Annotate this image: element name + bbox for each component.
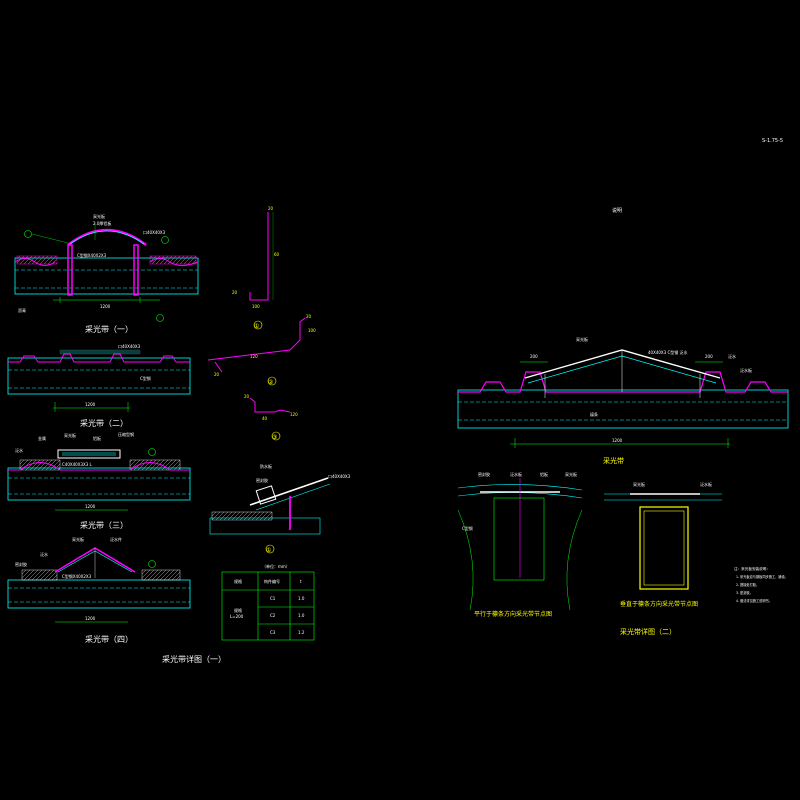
label-d4-4: 泛水件 [110,536,122,542]
profile-3-mark: ③ [272,434,277,441]
label-d1-4: C型钢X40X2X3 [77,252,107,258]
label-d4-3: 采光板 [72,536,84,542]
caption-detail-2: 采光带（二） [80,418,128,428]
label-d4-2: 泛水 [40,551,48,557]
main-label-8: 1200 [612,438,623,443]
label-d3-2: 采光板 [64,432,76,438]
label-d3-6: C40X40X3X3 L [62,462,93,467]
node-detail: 防水板 密封胶 口40X40X3 ① [209,463,351,554]
main-label-5: 檩条 [590,411,598,417]
label-d2-2: C型钢 [140,375,151,381]
node-a-caption: 平行于檩条方向采光带节点图 [474,610,552,618]
node-b: 采光板 泛水板 垂直于檩条方向采光带节点图 [604,481,722,608]
label-d4-6: 1200 [85,616,96,621]
main-label-4: 泛水板 [740,367,752,373]
node-a-label-1: 密封胶 [478,471,490,477]
profile-1-dim-4: 100 [252,304,260,309]
profile-1: 20 60 20 100 ① [232,206,280,330]
table-cell-3-1: C3 [270,630,276,635]
profile-2-dim-1: 20 [306,314,312,319]
notes-heading: 注：采光板安装说明： [734,566,770,571]
profile-1-dim-1: 20 [268,206,274,211]
detail-2: 口40X40X3 C型钢 1200 采光带（二） [7,344,191,428]
notes-item-2: 2. 搭接处打胶。 [736,582,759,587]
node-label-3: 口40X40X3 [328,474,351,479]
profile-1-dim-2: 60 [274,252,280,257]
corner-code: S-1.75-5 [762,138,783,144]
node-b-caption: 垂直于檩条方向采光带节点图 [620,600,698,608]
detail-3: 泛水 采光板 金属 铝板 压缩型钢 C40X40X3X3 L 1200 采光带（… [7,431,191,530]
label-d3-5: 压缩型钢 [118,431,134,437]
node-label-1: 防水板 [260,463,272,469]
table-rowhead-2: L=200 [230,614,244,619]
profile-2-mark: ② [268,379,274,386]
notes-item-1: 1. 采光板应与钢板同步施工，铺设。 [736,574,788,579]
profile-1-mark: ① [254,323,259,330]
table-header-3: t [300,579,302,584]
profile-3-dim-1: 20 [244,394,250,399]
main-caption: 采光带 [603,456,624,465]
label-d4-1: 密封胶 [15,561,27,567]
node-label-2: 密封胶 [256,477,268,483]
notes: 注：采光板安装说明： 1. 采光板应与钢板同步施工，铺设。 2. 搭接处打胶。 … [734,566,788,603]
profile-3-dim-3: 120 [290,412,298,417]
profile-3: 20 40 120 ③ [244,394,298,441]
caption-detail-1: 采光带（一） [85,324,133,334]
table-cell-2-2: 1.0 [298,613,305,618]
main-skylight-section: 采光板 40X40X3 C型钢 泛水 泛水 泛水板 檩条 200 200 120… [457,336,789,465]
node-a-label-4: 采光板 [565,471,577,477]
label-d3-3: 金属 [38,435,46,441]
label-d3-1: 泛水 [15,447,23,453]
left-panel-title: 采光带详图（一） [162,654,226,664]
node-b-label-1: 采光板 [633,481,645,487]
table-rowhead-1: 规格 [234,607,242,613]
profile-1-dim-3: 20 [232,290,238,295]
profile-2: 20 120 20 100 ② [207,314,316,386]
node-mark: ① [266,547,271,554]
detail-1: 采光板 2.0厚铝板 口40X40X3 C型钢X40X2X3 沥青 1200 采… [14,213,199,334]
table-header-2: 构件编号 [264,578,280,584]
notes-item-4: 4. 做法详见施工说明书。 [736,598,772,603]
table-note: （单位：mm） [262,563,290,569]
detail-4: 密封胶 泛水 采光板 泛水件 C型钢X40X2X3 1200 采光带（四） [7,536,191,644]
caption-detail-4: 采光带（四） [85,634,133,644]
label-d1-1: 采光板 [93,213,105,219]
label-d1-5: 沥青 [18,307,26,313]
profile-2-dim-4: 100 [308,328,316,333]
main-label-3: 泛水 [728,353,736,359]
main-label-1: 采光板 [576,336,588,342]
right-sub-caption: 采光带详图（二） [620,627,676,636]
table-cell-1-2: 1.0 [298,596,305,601]
profile-2-dim-2: 120 [250,354,258,359]
spec-table: （单位：mm） 规格 构件编号 t 规格 L=200 C1 1.0 C2 1.0… [221,563,315,641]
node-a-label-2: 泛水板 [510,471,522,477]
table-header-1: 规格 [234,578,242,584]
table-cell-3-2: 1.2 [298,630,305,635]
main-label-2: 40X40X3 C型钢 泛水 [648,349,688,355]
node-a: 密封胶 泛水板 铝板 采光板 C型钢 平行于檩条方向采光带节点图 [457,471,583,618]
main-label-7: 200 [705,354,713,359]
label-d1-2: 2.0厚铝板 [93,220,111,226]
node-a-label-5: C型钢 [462,525,473,531]
label-d2-3: 1200 [85,402,96,407]
label-d2-1: 口40X40X3 [118,344,141,349]
table-cell-1-1: C1 [270,596,276,601]
profile-2-dim-3: 20 [214,372,220,377]
label-d1-6: 1200 [100,304,111,309]
table-cell-2-1: C2 [270,613,276,618]
notes-item-3: 3. 密封胶。 [736,590,753,595]
node-a-label-3: 铝板 [540,471,548,477]
label-d3-4: 铝板 [93,435,101,441]
label-d1-3: 口40X40X3 [143,230,166,235]
label-d4-5: C型钢X40X2X3 [62,573,92,579]
node-b-label-2: 泛水板 [700,481,712,487]
label-d3-7: 1200 [85,504,96,509]
main-label-6: 200 [530,354,538,359]
top-note: 说明 [612,207,622,214]
caption-detail-3: 采光带（三） [80,520,128,530]
profile-3-dim-2: 40 [262,416,268,421]
